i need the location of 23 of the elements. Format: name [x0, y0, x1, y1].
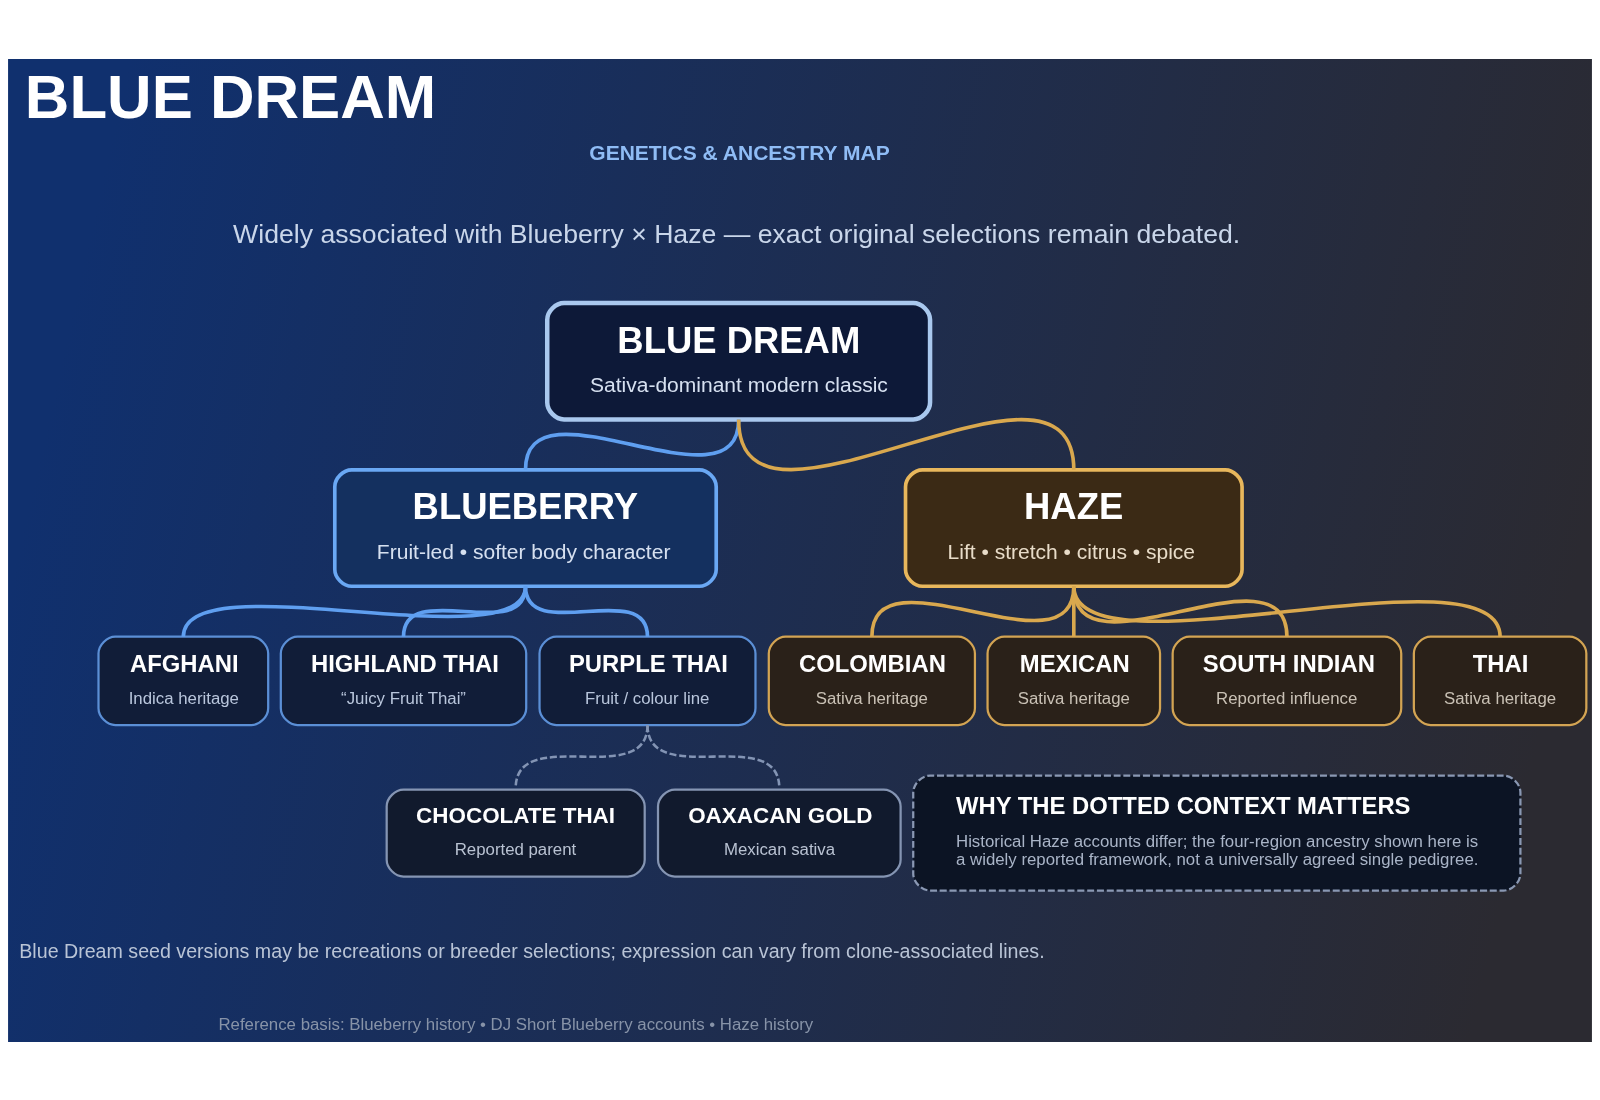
connector [181, 585, 528, 637]
node-box: THAI Sativa heritage [1412, 635, 1588, 726]
label: Blue Dream seed versions may be recreations or breeder selections; expression can vary from clone-associated lines. [19, 939, 1045, 962]
node-box: WHY THE DOTTED CONTEXT MATTERS Historical Haze accounts differ; the four-region ancestry shown here is a widely reported framework, not a universally agreed single pedigree. [912, 773, 1522, 892]
node-box: CHOCOLATE THAI Reported parent [385, 787, 646, 878]
node-box: MEXICAN Sativa heritage [986, 635, 1162, 726]
node-box: COLOMBIAN Sativa heritage [767, 635, 977, 726]
node-box: BLUEBERRY Fruit-led • softer body character [332, 467, 719, 588]
connector [646, 724, 781, 788]
node-box: OAXACAN GOLD Mexican sativa [656, 787, 902, 878]
node-box: AFGHANI Indica heritage [97, 635, 270, 726]
diagram-title: BLUE DREAM [24, 61, 437, 131]
node-box: HAZE Lift • stretch • citrus • spice [903, 467, 1244, 588]
node-box: BLUE DREAM Sativa-dominant modern classic [545, 300, 933, 422]
connector [736, 417, 1076, 471]
node-box: PURPLE THAI Fruit / colour line [538, 635, 757, 726]
label: Widely associated with Blueberry × Haze — exact original selections remain debated. [233, 218, 1241, 249]
label: GENETICS & ANCESTRY MAP [589, 140, 890, 164]
label: Reference basis: Blueberry history • DJ Short Blueberry accounts • Haze history [218, 1014, 814, 1034]
connector [1072, 585, 1502, 637]
node-box: HIGHLAND THAI “Juicy Fruit Thai” [279, 635, 528, 726]
connector [523, 585, 650, 637]
node-box: SOUTH INDIAN Reported influence [1171, 635, 1403, 726]
